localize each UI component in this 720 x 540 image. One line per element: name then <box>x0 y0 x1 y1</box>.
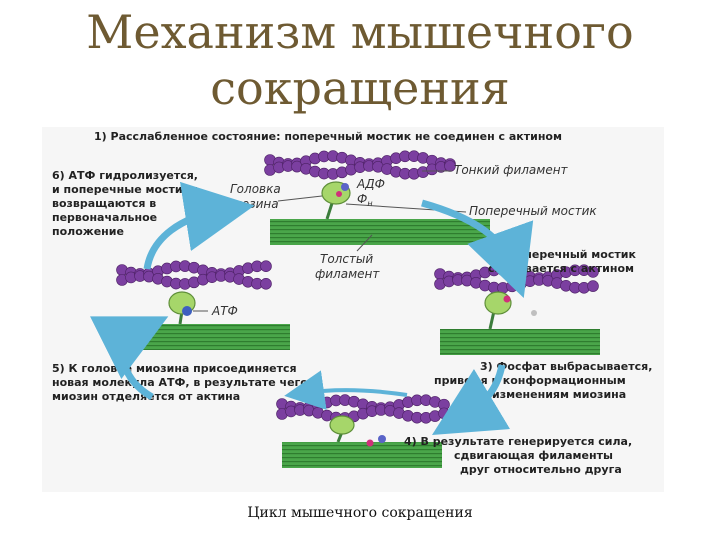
cycle-arrow-4-to-5 <box>284 370 408 410</box>
thick-filament-top <box>270 219 490 245</box>
label-phosphate: Фн <box>357 192 373 208</box>
cross-bridge-neck-right <box>488 310 496 330</box>
thick-filament-bottom <box>282 442 442 468</box>
label-cross-bridge: Поперечный мостик <box>469 204 597 218</box>
svg-text:приводя к конформационным: приводя к конформационным <box>434 374 626 387</box>
actin-filament-bottom <box>276 394 450 424</box>
label-myosin-head-2: миозина <box>225 197 279 211</box>
label-atp: АТФ <box>211 304 238 318</box>
cycle-arrow-1-to-2 <box>421 199 534 298</box>
svg-text:3) Фосфат выбрасывается,: 3) Фосфат выбрасывается, <box>480 360 652 373</box>
figure-caption: Цикл мышечного сокращения <box>247 505 473 521</box>
phosphate-right <box>503 295 511 303</box>
step-3-text: 3) Фосфат выбрасывается, приводя к конфо… <box>434 360 652 401</box>
atp-molecule-left <box>182 306 192 316</box>
svg-text:друг относительно друга: друг относительно друга <box>460 463 622 476</box>
label-adp: АДФ <box>356 177 385 191</box>
svg-text:6) АТФ гидролизуется,: 6) АТФ гидролизуется, <box>52 169 198 182</box>
myosin-head-bottom <box>329 415 355 435</box>
cycle-arrow-6-to-1 <box>143 181 255 270</box>
cycle-arrow-5-to-left <box>90 316 169 401</box>
svg-text:5) К головке миозина присоедин: 5) К головке миозина присоединяется <box>52 362 297 375</box>
actin-filament-left <box>116 260 272 290</box>
label-myosin-head-1: Головка <box>230 182 281 196</box>
svg-text:изменениям миозина: изменениям миозина <box>492 388 626 401</box>
svg-text:новая молекула АТФ, в результа: новая молекула АТФ, в результате чего <box>52 376 308 389</box>
myosin-head-right <box>484 291 512 315</box>
actin-filament-top <box>264 150 456 180</box>
adp-released-bottom <box>378 435 386 443</box>
thick-filament-right <box>440 329 600 355</box>
phosphate-top <box>336 191 342 197</box>
label-thick-filament-2: филамент <box>315 267 380 281</box>
pointer-myosin-head <box>277 195 323 202</box>
pointer-thick-filament <box>356 234 373 252</box>
cycle-arrow-3-to-4 <box>431 364 511 436</box>
svg-text:положение: положение <box>52 225 124 238</box>
step-6-text: 6) АТФ гидролизуется, и поперечные мости… <box>52 169 198 238</box>
step-4-text: 4) В результате генерируется сила, сдвиг… <box>404 435 632 476</box>
released-phosphate-right <box>531 310 537 316</box>
slide-title-line-1: Механизм мышечного <box>86 5 634 59</box>
thick-filament-left <box>122 324 290 350</box>
adp-molecule-top <box>341 183 349 191</box>
svg-text:и поперечные мостики: и поперечные мостики <box>52 183 198 196</box>
step-1-text: 1) Расслабленное состояние: поперечный м… <box>94 130 562 143</box>
phosphate-released-bottom <box>366 439 374 447</box>
label-thin-filament: Тонкий филамент <box>454 163 569 177</box>
svg-text:4) В результате генерируется с: 4) В результате генерируется сила, <box>404 435 632 448</box>
svg-text:первоначальное: первоначальное <box>52 211 157 224</box>
step-5-text: 5) К головке миозина присоединяется нова… <box>52 362 308 403</box>
muscle-contraction-cycle-diagram: 1) Расслабленное состояние: поперечный м… <box>42 127 664 492</box>
svg-text:сдвигающая филаменты: сдвигающая филаменты <box>454 449 613 462</box>
label-thick-filament-1: Толстый <box>320 252 373 266</box>
svg-text:возвращаются в: возвращаются в <box>52 197 156 210</box>
slide-title-line-2: сокращения <box>210 61 510 115</box>
